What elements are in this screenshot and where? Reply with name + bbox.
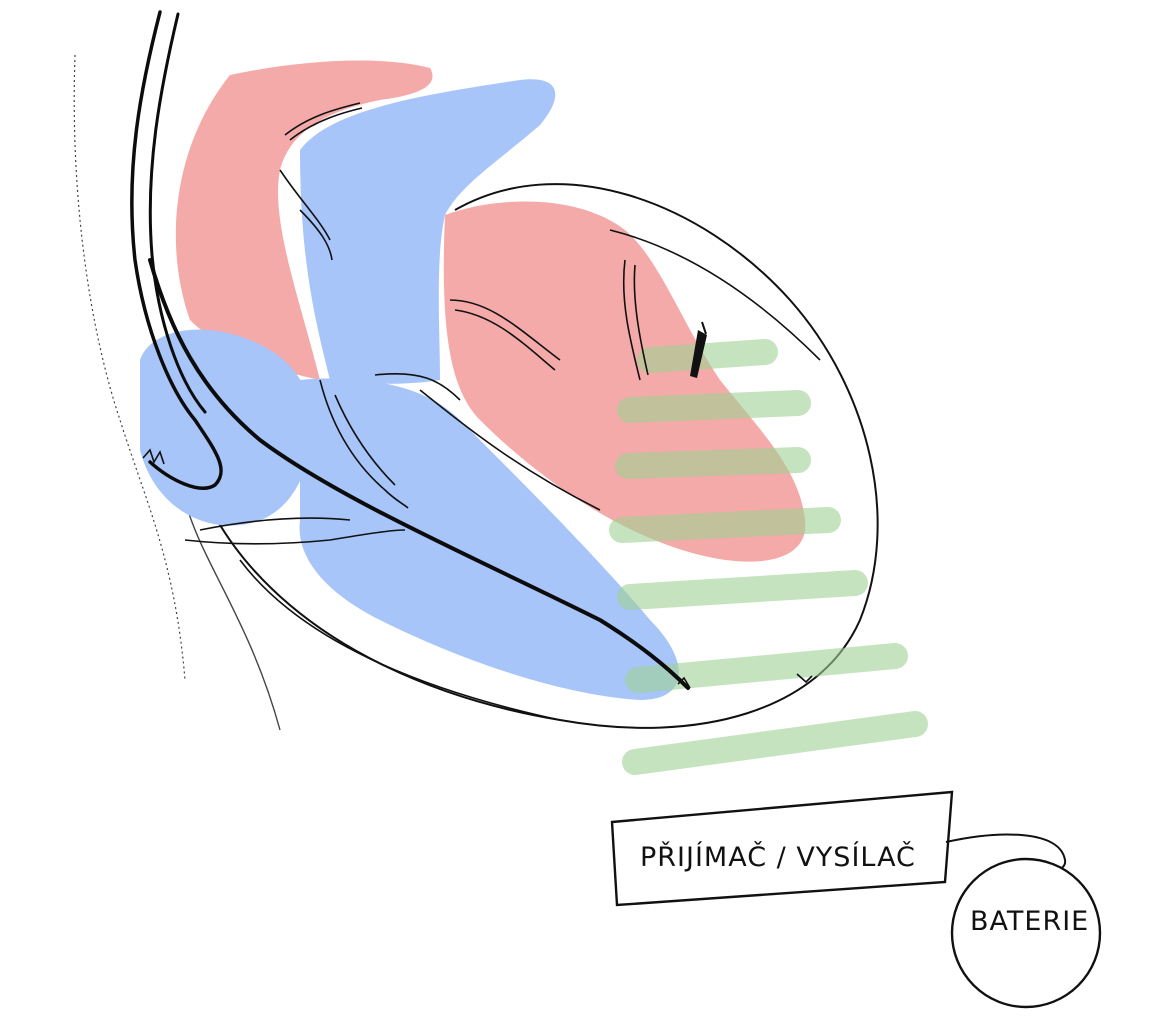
implant-electrode xyxy=(690,321,707,378)
receiver-transmitter-label: PŘIJÍMAČ / VYSÍLAČ xyxy=(640,841,916,873)
aorta xyxy=(175,60,433,380)
battery: BATERIE xyxy=(950,857,1102,1009)
battery-label: BATERIE xyxy=(970,906,1089,937)
heart-outline xyxy=(191,183,879,729)
body-outline xyxy=(73,54,186,681)
heart-sketch-lines xyxy=(184,102,821,721)
receiver-transmitter-box: PŘIJÍMAČ / VYSÍLAČ xyxy=(610,790,954,907)
pulmonary-trunk xyxy=(300,79,556,384)
pacing-lead xyxy=(130,10,690,690)
fixation-marks xyxy=(142,448,813,689)
body-outline-inner xyxy=(184,499,281,731)
right-ventricle xyxy=(299,378,679,700)
ultrasound-bands xyxy=(609,339,928,775)
